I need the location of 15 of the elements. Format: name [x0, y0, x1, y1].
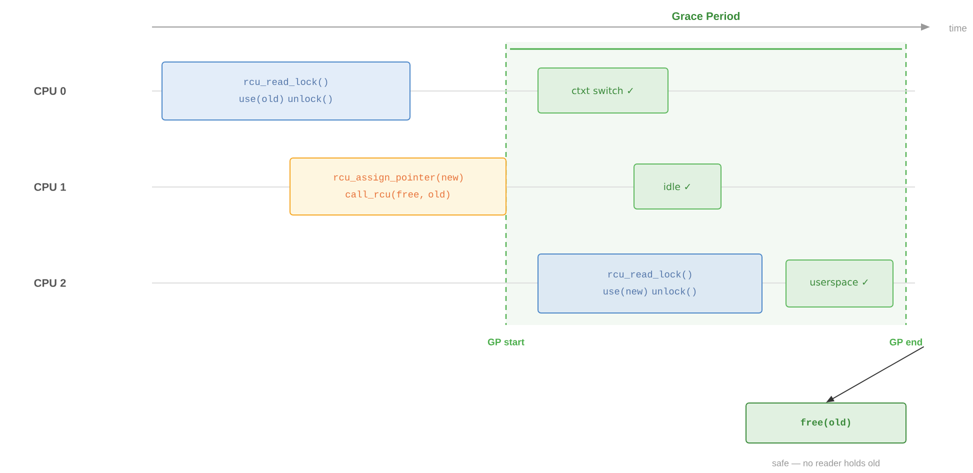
row-label: CPU 2	[34, 279, 66, 287]
process-box: rcu_read_lock() use(old) unlock()	[162, 62, 410, 120]
band-title: Grace Period	[672, 12, 740, 20]
marker-label: GP end	[890, 338, 922, 346]
row-label: CPU 1	[34, 183, 66, 191]
state-box: userspace ✓	[786, 260, 894, 308]
state-box: idle ✓	[634, 164, 722, 210]
process-box: rcu_assign_pointer(new) call_rcu(free, old)	[290, 158, 506, 216]
process-box: rcu_read_lock() use(new) unlock()	[538, 254, 762, 314]
axis-label: time	[949, 24, 967, 32]
marker-label: GP start	[488, 338, 524, 346]
state-box: ctxt switch ✓	[538, 68, 668, 114]
result-box: free(old)	[746, 402, 906, 444]
row-label: CPU 0	[34, 87, 66, 95]
note: safe — no reader holds old	[772, 460, 880, 466]
